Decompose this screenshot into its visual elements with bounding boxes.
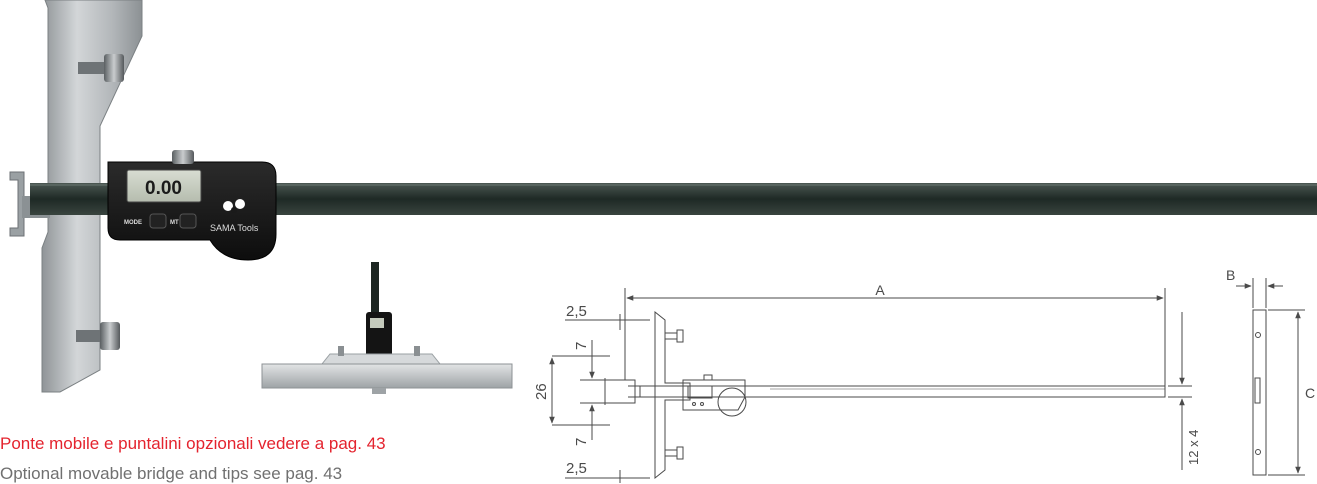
dimension-b-label: B (1226, 267, 1235, 283)
dimension-base-height-label: 26 (533, 383, 550, 400)
dimension-c-label: C (1305, 385, 1315, 401)
bridge-photo (261, 262, 513, 394)
depth-gauge-photo: 0.00 MODE MT SAMA Tools (9, 0, 1317, 393)
dimension-beam-section-label: 12 x 4 (1186, 430, 1201, 465)
brand-name: SAMA Tools (210, 223, 259, 233)
dimension-top-offset: 2,5 (565, 303, 650, 330)
caption-italian: Ponte mobile e puntalini opzionali veder… (0, 434, 386, 453)
lock-screw-icon (172, 150, 194, 164)
mode-button-label: MODE (124, 220, 142, 226)
dimension-a-label: A (875, 282, 885, 298)
caption-english: Optional movable bridge and tips see pag… (0, 464, 343, 483)
dimension-lower-gap-label: 7 (573, 438, 590, 446)
top-knob-icon (78, 54, 124, 82)
bridge-bar (261, 363, 513, 389)
gauge-hook (9, 171, 25, 237)
lcd-reading: 0.00 (145, 178, 182, 199)
dimension-vertical-set (549, 340, 625, 440)
dimension-bottom-offset: 2,5 (565, 460, 650, 483)
dimension-bottom-offset-label: 2,5 (566, 460, 587, 477)
mt-button[interactable] (179, 213, 197, 229)
lcd-display (126, 169, 202, 203)
technical-drawing-side (1236, 278, 1305, 476)
mt-button-label: MT (170, 220, 179, 226)
technical-drawing-front (620, 310, 1166, 480)
dimension-a: A (624, 282, 1166, 386)
dimension-top-offset-label: 2,5 (566, 303, 587, 320)
brand-logo-icon (223, 199, 245, 213)
dimension-beam-section (1168, 312, 1192, 470)
dimension-upper-gap-label: 7 (573, 342, 590, 350)
bottom-knob-icon (76, 322, 120, 350)
mode-button[interactable] (149, 213, 167, 229)
